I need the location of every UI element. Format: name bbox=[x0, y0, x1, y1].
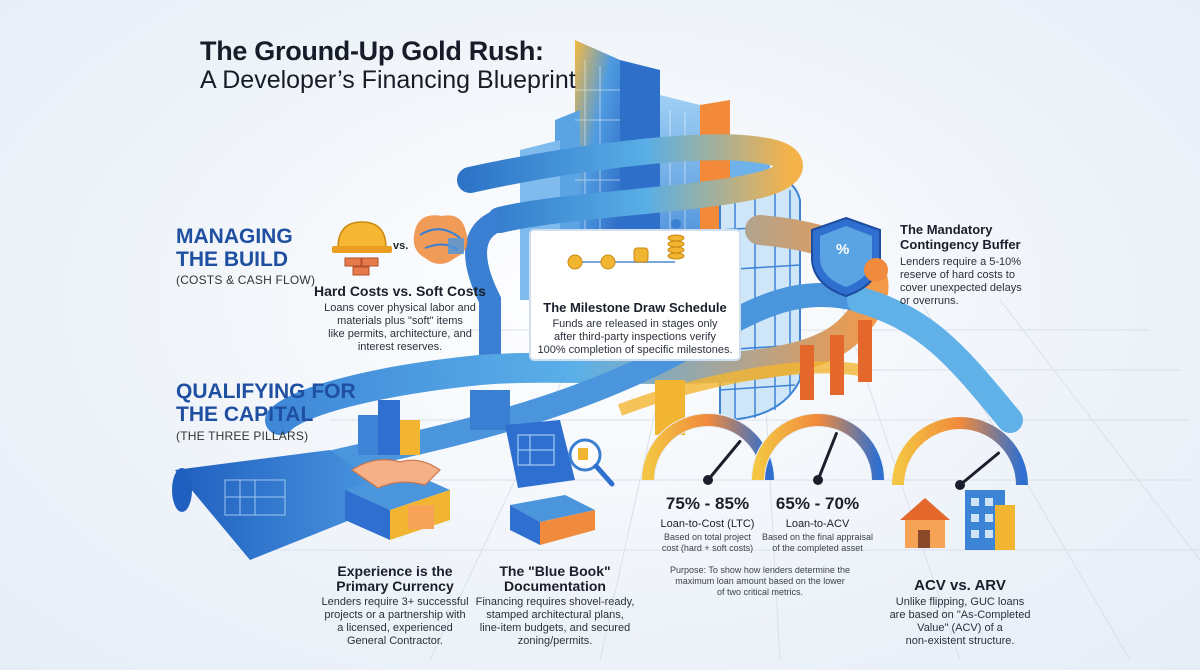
bricks-icon bbox=[344, 257, 379, 276]
blueprint-roll bbox=[172, 450, 400, 560]
house-icon bbox=[900, 498, 950, 548]
experience-heading-1: Experience is the bbox=[337, 563, 453, 579]
blue-book-icon bbox=[505, 420, 615, 545]
lacv-label: Loan-to-ACV bbox=[785, 518, 850, 530]
milestone-body-3: 100% completion of specific milestones. bbox=[537, 344, 733, 356]
acv-arv-body-3: Value" (ACV) of a bbox=[917, 622, 1003, 634]
coin-timeline bbox=[567, 219, 685, 270]
acv-arv-heading: ACV vs. ARV bbox=[914, 577, 1006, 594]
contingency-body-2: reserve of hard costs to bbox=[900, 269, 1015, 281]
milestone-heading: The Milestone Draw Schedule bbox=[543, 300, 727, 315]
gauge-lacv bbox=[751, 413, 885, 485]
milestone-body-2: after third-party inspections verify bbox=[553, 331, 716, 343]
hard-hat-icon bbox=[332, 221, 392, 253]
ltc-label: Loan-to-Cost (LTC) bbox=[660, 518, 755, 530]
hard-soft-body-1: Loans cover physical labor and bbox=[324, 302, 476, 314]
purpose-line-3: of two critical metrics. bbox=[716, 587, 803, 597]
purpose-line-1: Purpose: To show how lenders determine t… bbox=[670, 565, 850, 575]
purpose-line-2: maximum loan amount based on the lower bbox=[675, 576, 845, 586]
handshake-icon bbox=[345, 400, 450, 540]
lacv-range: 65% - 70% bbox=[775, 494, 860, 513]
page-title: The Ground-Up Gold Rush: bbox=[200, 36, 544, 66]
experience-body-1: Lenders require 3+ successful bbox=[321, 596, 469, 608]
acv-arv-body-1: Unlike flipping, GUC loans bbox=[895, 596, 1025, 608]
ltc-range: 75% - 85% bbox=[665, 494, 750, 513]
bluebook-heading-2: Documentation bbox=[504, 578, 606, 594]
brain-icon bbox=[413, 215, 468, 264]
qualifying-heading-1: QUALIFYING FOR bbox=[176, 380, 356, 403]
bluebook-body-3: line-item budgets, and secured bbox=[479, 622, 631, 634]
experience-body-2: projects or a partnership with bbox=[324, 609, 466, 621]
contingency-body-3: cover unexpected delays bbox=[900, 282, 1022, 294]
contingency-heading-2: Contingency Buffer bbox=[900, 237, 1021, 252]
hard-soft-body-4: interest reserves. bbox=[357, 341, 443, 353]
qualifying-heading-2: THE CAPITAL bbox=[176, 403, 314, 426]
contingency-shield-icon bbox=[811, 216, 888, 298]
qualifying-subheading: (THE THREE PILLARS) bbox=[176, 429, 309, 443]
bluebook-body-1: Financing requires shovel-ready, bbox=[475, 596, 635, 608]
contingency-heading-1: The Mandatory bbox=[900, 222, 993, 237]
bluebook-heading-1: The "Blue Book" bbox=[499, 563, 611, 579]
managing-heading-2: THE BUILD bbox=[176, 248, 288, 271]
gauge-ltc bbox=[641, 413, 775, 485]
building-icon bbox=[965, 490, 1015, 550]
contingency-body-4: or overruns. bbox=[900, 295, 959, 307]
vs-label: vs. bbox=[393, 240, 409, 252]
contingency-body-1: Lenders require a 5-10% bbox=[900, 256, 1022, 268]
hard-soft-heading: Hard Costs vs. Soft Costs bbox=[314, 283, 486, 299]
hard-soft-body-3: like permits, architecture, and bbox=[328, 328, 472, 340]
page-subtitle: A Developer’s Financing Blueprint bbox=[200, 66, 576, 94]
hard-soft-body-2: materials plus "soft" items bbox=[337, 315, 463, 327]
managing-heading-1: MANAGING bbox=[176, 225, 293, 248]
experience-heading-2: Primary Currency bbox=[336, 578, 454, 594]
bluebook-body-2: stamped architectural plans, bbox=[486, 609, 624, 621]
percent-glyph: % bbox=[836, 241, 850, 258]
acv-arv-body-2: are based on "As-Completed bbox=[889, 609, 1031, 621]
experience-body-4: General Contractor. bbox=[347, 635, 443, 647]
lacv-sub-2: of the completed asset bbox=[772, 543, 863, 553]
experience-body-3: a licensed, experienced bbox=[337, 622, 453, 634]
ltc-sub-1: Based on total project bbox=[663, 532, 752, 542]
lacv-sub-1: Based on the final appraisal bbox=[761, 532, 874, 542]
managing-subheading: (COSTS & CASH FLOW) bbox=[176, 273, 316, 287]
ltc-sub-2: cost (hard + soft costs) bbox=[661, 543, 754, 553]
bluebook-body-4: zoning/permits. bbox=[517, 635, 593, 647]
gauge-acv-arv bbox=[892, 417, 1028, 490]
milestone-body-1: Funds are released in stages only bbox=[552, 318, 718, 330]
acv-arv-body-4: non-existent structure. bbox=[905, 635, 1015, 647]
